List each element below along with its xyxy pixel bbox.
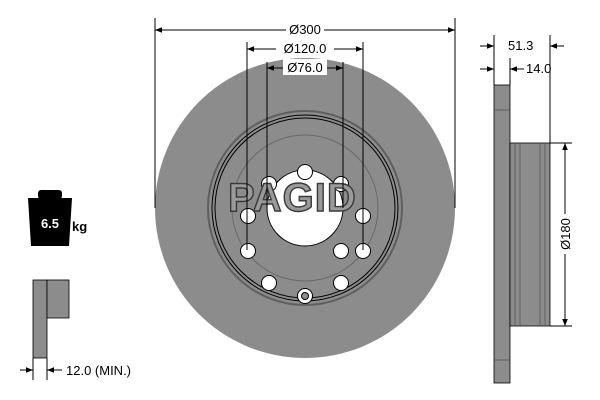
bolt-hole-inner xyxy=(301,292,309,300)
overall-height-label: 51.3 xyxy=(508,38,533,53)
weight-value: 6.5 xyxy=(41,216,59,231)
dimension-disc-thickness xyxy=(480,58,524,85)
disc-side-view xyxy=(493,84,551,384)
weight-unit: kg xyxy=(72,219,87,234)
bolt-hole xyxy=(240,243,256,259)
brand-logo: PAGID xyxy=(227,175,357,220)
disc-front-view: PAGID xyxy=(155,58,455,358)
bolt-hole xyxy=(297,164,313,180)
disc-profile-icon xyxy=(32,279,70,359)
disc-thickness-label: 14.0 xyxy=(526,61,551,76)
bolt-holes xyxy=(240,164,371,304)
outer-diameter-label: Ø300 xyxy=(289,22,321,37)
dimension-overall-height xyxy=(480,35,564,143)
weight-icon xyxy=(28,190,72,246)
bolt-hole xyxy=(261,275,277,291)
friction-ring-profile xyxy=(493,84,511,384)
bolt-hole xyxy=(333,275,349,291)
min-thickness-label: 12.0 (MIN.) xyxy=(66,363,131,378)
friction-ring-inner-edge xyxy=(207,110,403,306)
pitch-circle-label: Ø120.0 xyxy=(284,41,327,56)
hat-diameter-label: Ø180 xyxy=(558,218,573,250)
hub-flange xyxy=(231,134,379,282)
bolt-hole xyxy=(333,243,349,259)
hat-profile xyxy=(509,142,551,327)
center-bore-label: Ø76.0 xyxy=(287,60,322,75)
bolt-hole xyxy=(333,176,349,192)
brand-logo-text: PAGID xyxy=(228,176,357,220)
bolt-hole xyxy=(261,176,277,192)
bolt-hole xyxy=(240,208,256,224)
dimension-min-thickness xyxy=(20,358,62,380)
